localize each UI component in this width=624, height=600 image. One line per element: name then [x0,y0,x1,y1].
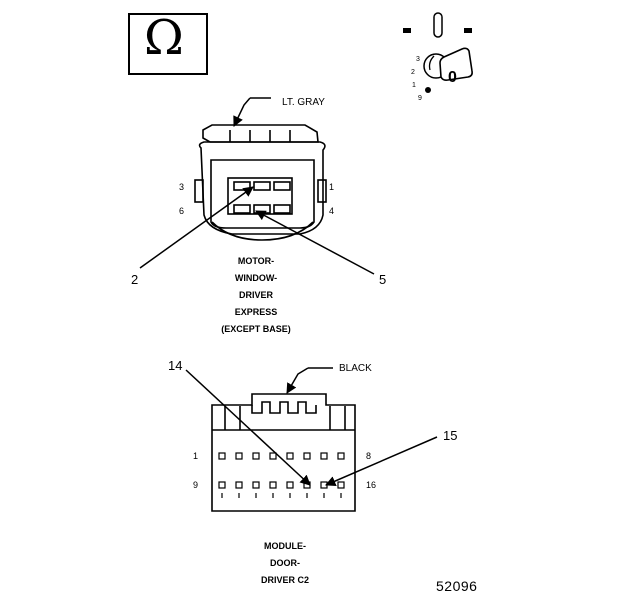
callout-14: 14 [168,358,183,373]
lt-gray-leader [233,97,271,127]
motor-name-line-4: EXPRESS [234,307,278,317]
ignition-position-3: 3 [416,56,420,63]
motor-window-connector [194,124,327,241]
motor-pin-label-bottom-left: 6 [179,206,185,216]
ignition-position-1: 1 [412,82,416,89]
callout-15-leader [325,436,438,487]
ohm-symbol-box [128,13,208,75]
callout-15: 15 [443,428,458,443]
callout-5-leader [255,210,375,275]
callout-14-leader [185,369,311,486]
module-connector-name: MODULE- DOOR- DRIVER C2 [261,538,309,589]
motor-name-line-1: MOTOR- [237,256,275,266]
module-pin-row-bottom [218,481,345,489]
ohm-symbol: Ω [144,10,184,66]
black-leader [286,367,333,394]
motor-pin-label-bottom-right: 4 [329,206,335,216]
ignition-key-label: 0 [448,69,457,86]
motor-pin-label-top-left: 3 [179,182,185,192]
motor-pin-label-top-right: 1 [329,182,335,192]
callout-5: 5 [379,272,387,287]
module-name-line-2: DOOR- [269,558,300,568]
callout-2-leader [139,186,254,269]
lt-gray-wire-label: LT. GRAY [282,97,325,108]
motor-name-line-2: WINDOW- [234,273,278,283]
ignition-position-9: 9 [418,95,422,102]
module-name-line-3: DRIVER C2 [260,575,310,585]
module-pin-row-top [218,452,345,460]
module-pin-label-top-right: 8 [366,451,372,461]
callout-2: 2 [131,272,139,287]
ignition-switch-icon [403,12,473,93]
ignition-position-2: 2 [411,69,415,76]
module-pin-label-bottom-right: 16 [366,480,377,490]
module-pin-label-top-left: 1 [193,451,199,461]
module-door-connector [211,393,356,512]
motor-name-line-3: DRIVER [238,290,274,300]
motor-connector-name: MOTOR- WINDOW- DRIVER EXPRESS (EXCEPT BA… [221,253,291,338]
figure-number: 52096 [436,578,478,594]
module-pin-label-bottom-left: 9 [193,480,199,490]
module-name-line-1: MODULE- [263,541,306,551]
motor-name-line-5: (EXCEPT BASE) [221,324,291,334]
black-wire-label: BLACK [339,363,372,374]
module-pin-ticks [221,493,342,498]
